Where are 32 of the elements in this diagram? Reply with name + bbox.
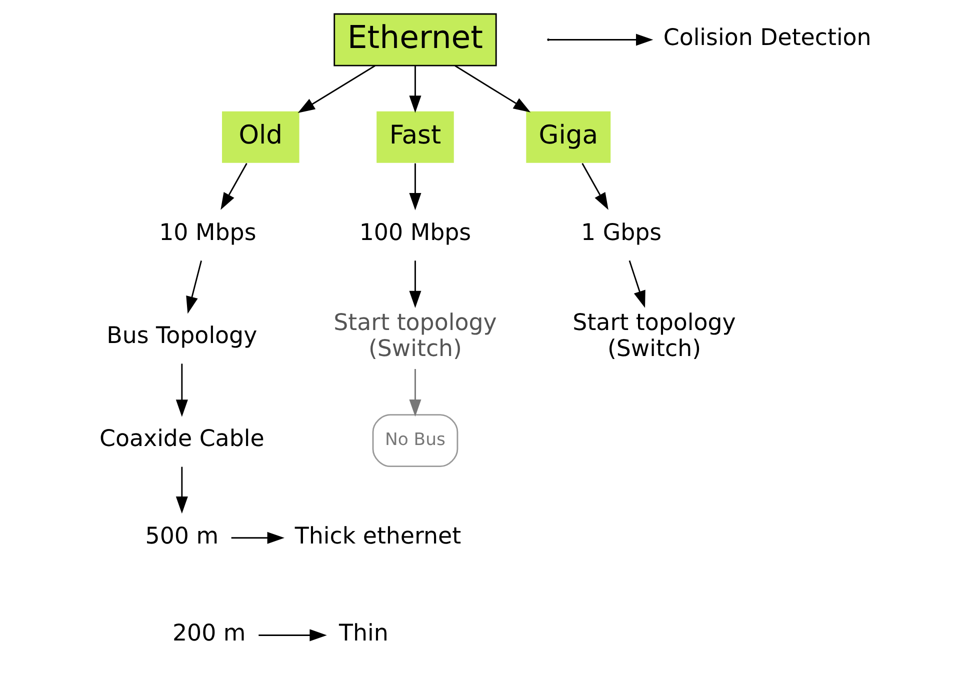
node-text: Thin: [338, 620, 388, 647]
arrow: [297, 65, 375, 113]
node-box: Fast: [376, 111, 454, 163]
node-text: 10 Mbps: [158, 220, 256, 246]
arrow: [454, 65, 530, 112]
node-text: 100 Mbps: [358, 220, 471, 246]
arrow: [548, 34, 653, 46]
node-text: 200 m: [172, 620, 246, 647]
node-box: Old: [222, 111, 299, 163]
node-text: Start topology (Switch): [572, 310, 736, 362]
arrow: [175, 364, 188, 417]
arrow: [408, 66, 421, 113]
node-text: 500 m: [144, 523, 218, 550]
node-text: Thick ethernet: [294, 523, 461, 550]
arrow: [230, 532, 284, 544]
node-text: Coaxide Cable: [99, 426, 264, 452]
node-text: Bus Topology: [106, 322, 257, 349]
arrow: [175, 466, 188, 514]
arrow: [258, 629, 326, 642]
node-box: Giga: [526, 111, 610, 163]
arrow: [186, 260, 202, 314]
arrow: [581, 163, 608, 210]
arrow: [220, 163, 247, 210]
arrow: [408, 163, 421, 210]
node-text: Colision Detection: [662, 25, 871, 52]
node-text: Start topology (Switch): [333, 310, 496, 362]
arrow: [408, 369, 421, 417]
arrow: [628, 260, 645, 308]
node-box: No Bus: [372, 414, 458, 468]
node-box: Ethernet: [333, 13, 496, 66]
node-text: 1 Gbps: [580, 220, 662, 246]
arrow: [408, 260, 421, 308]
